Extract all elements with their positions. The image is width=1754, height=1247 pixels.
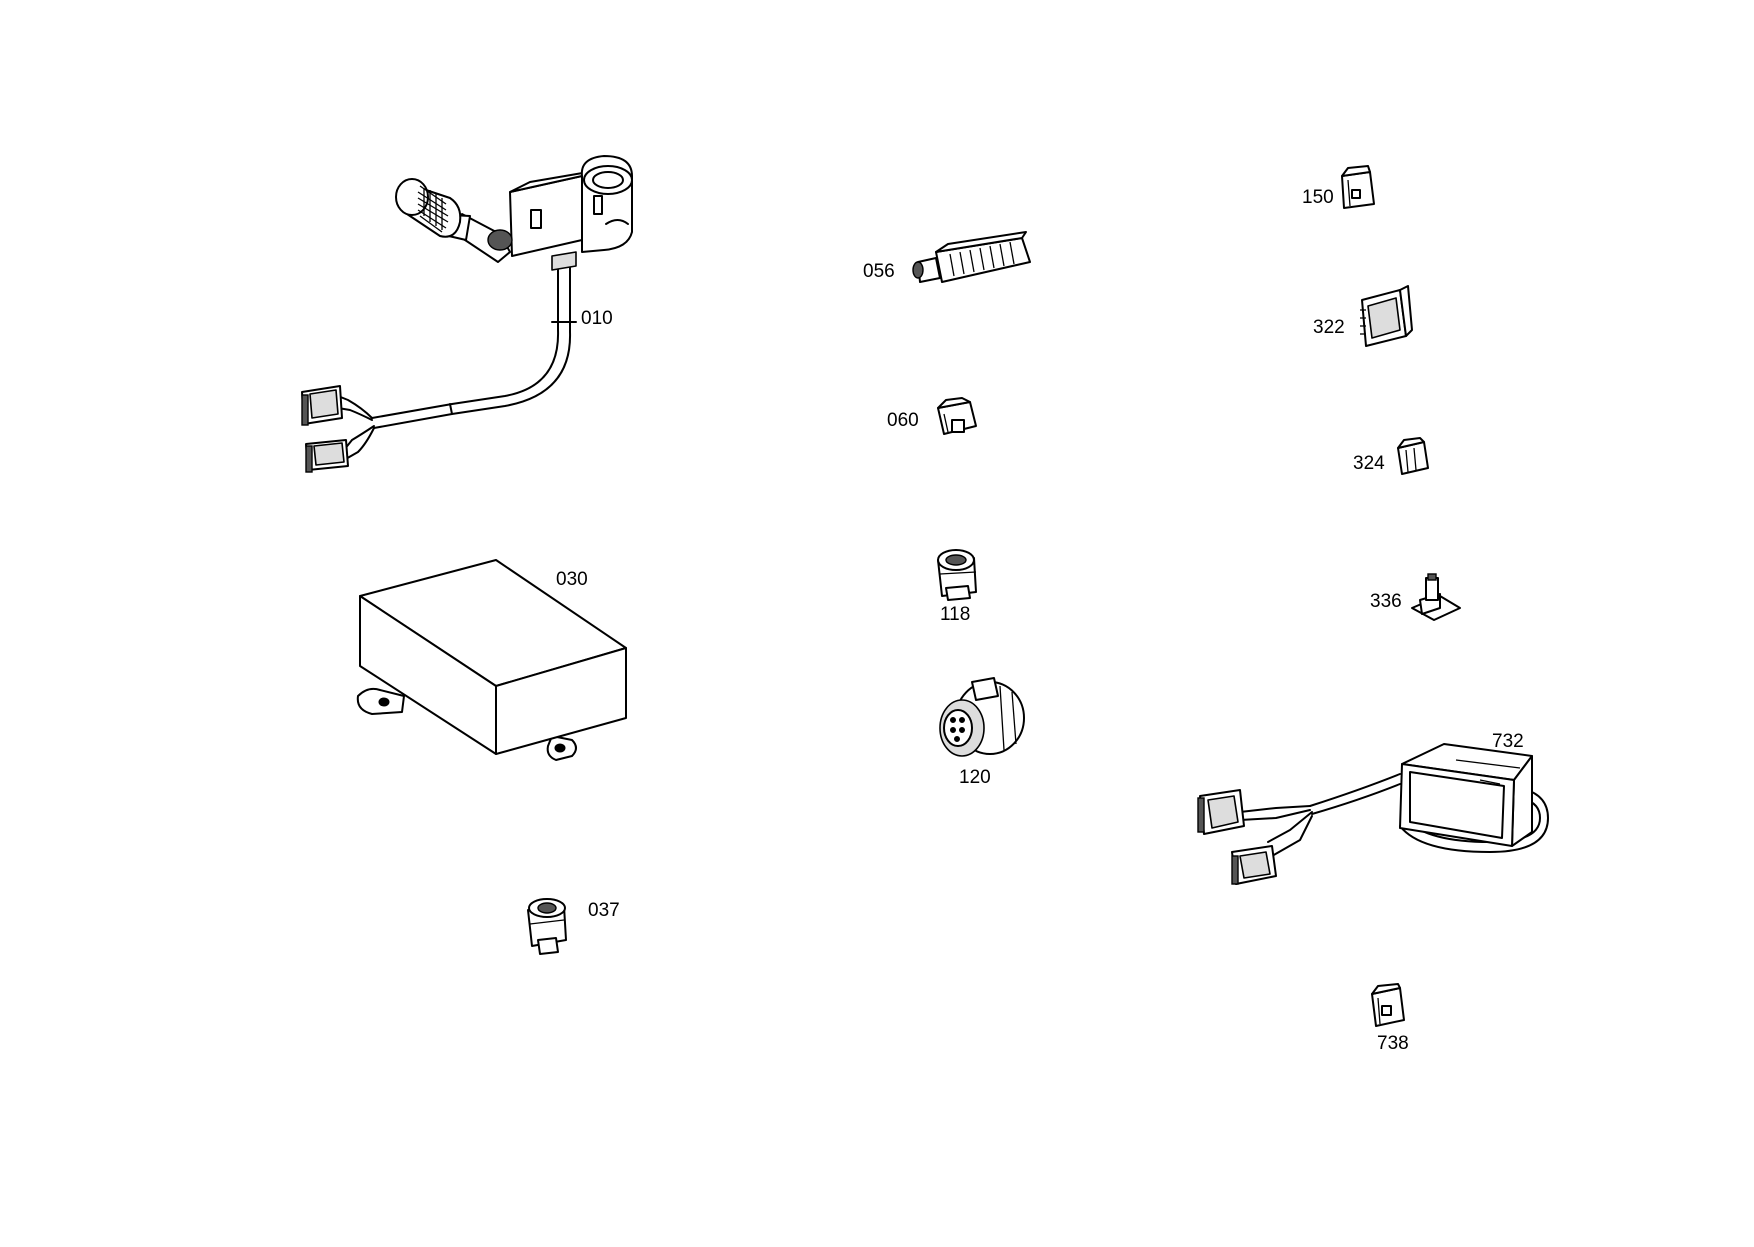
part-label-056[interactable]: 056 — [863, 261, 895, 282]
part-label-322[interactable]: 322 — [1313, 317, 1345, 338]
part-label-324[interactable]: 324 — [1353, 453, 1385, 474]
part-120-round-connector[interactable] — [939, 677, 1025, 757]
part-056-multipin-connector[interactable] — [912, 231, 1031, 283]
part-324-connector[interactable] — [1397, 437, 1429, 475]
part-322-relay-block[interactable] — [1360, 285, 1413, 347]
part-060-connector[interactable] — [937, 397, 977, 435]
part-118-round-plug[interactable] — [937, 549, 977, 601]
part-150-connector[interactable] — [1341, 165, 1375, 209]
part-label-336[interactable]: 336 — [1370, 591, 1402, 612]
part-732-sensor-harness[interactable] — [1197, 743, 1549, 885]
part-336-push-switch[interactable] — [1411, 573, 1461, 621]
part-037-plug[interactable] — [527, 898, 567, 955]
part-label-150[interactable]: 150 — [1302, 187, 1334, 208]
part-label-037[interactable]: 037 — [588, 900, 620, 921]
part-label-118[interactable]: 118 — [940, 604, 971, 625]
part-label-120[interactable]: 120 — [959, 767, 991, 788]
part-030-control-box[interactable] — [356, 559, 627, 761]
part-label-060[interactable]: 060 — [887, 410, 919, 431]
part-label-732[interactable]: 732 — [1492, 731, 1524, 752]
part-738-connector[interactable] — [1371, 983, 1405, 1027]
part-label-010[interactable]: 010 — [581, 308, 613, 329]
part-label-738[interactable]: 738 — [1377, 1033, 1409, 1054]
part-label-030[interactable]: 030 — [556, 569, 588, 590]
part-010-column-switch[interactable] — [301, 155, 633, 473]
